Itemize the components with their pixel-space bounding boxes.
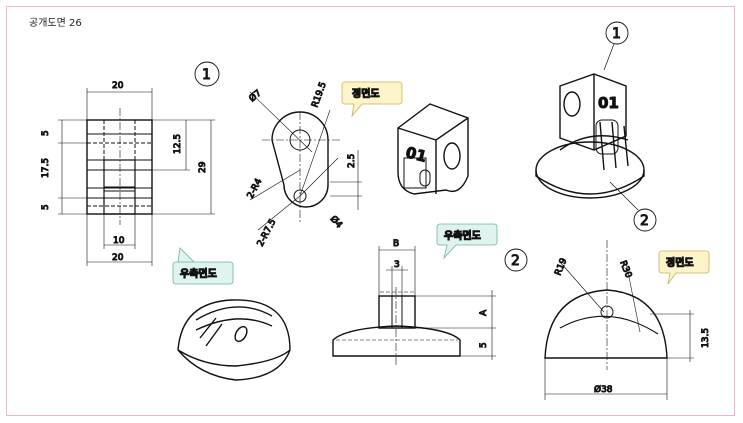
dim-phi7: Ø7 (247, 88, 264, 105)
part2-front-view (544, 240, 694, 400)
assembly-isometric (535, 73, 645, 199)
dim-2-5: 2.5 (347, 154, 357, 168)
callout-front-view-1-text: 정면도 (352, 87, 380, 100)
sheet-title: 공개도면 26 (29, 18, 82, 29)
part2-isometric (177, 299, 291, 381)
assembly-marking: 01 (598, 94, 619, 112)
leader-2 (609, 181, 639, 211)
dim-slot-width: 10 (113, 236, 125, 246)
dim-a: A (479, 309, 489, 316)
callout-right-view-1-text: 우측면도 (444, 229, 481, 242)
part-number-1-circle (194, 61, 220, 87)
part1-front-view (249, 91, 362, 231)
assembly-number-1-circle (605, 21, 629, 45)
dim-r19-5: R19.5 (310, 81, 328, 109)
dim-width-bottom: 20 (112, 253, 124, 263)
part1-iso-marking: 01 (404, 143, 429, 166)
sheet-border (6, 6, 735, 416)
dim-r4: 2-R4 (246, 177, 265, 200)
dim-phi38: Ø38 (594, 384, 613, 395)
dim-phi4: Ø4 (328, 214, 345, 231)
callout-front-view-2 (658, 250, 710, 285)
dim-right-29: 29 (198, 161, 208, 173)
dim-left-5-top: 5 (41, 130, 51, 136)
dim-width-top: 20 (112, 81, 124, 91)
assembly-number-2: 2 (640, 213, 649, 229)
dim-left-5-bottom: 5 (41, 204, 51, 210)
part-number-1: 1 (202, 67, 211, 83)
dim-b: B (393, 239, 399, 249)
dim-r30: R30 (617, 259, 633, 279)
part-number-2-circle (504, 248, 528, 272)
callout-front-view-1 (341, 81, 403, 118)
dim-3: 3 (394, 260, 400, 270)
dim-13-5: 13.5 (701, 328, 711, 348)
part1-isometric (397, 103, 469, 195)
callout-right-view-2-text: 우측면도 (180, 267, 217, 280)
dim-5: 5 (479, 342, 489, 348)
dim-left-17-5: 17.5 (41, 158, 51, 178)
assembly-number-1: 1 (612, 26, 621, 42)
part1-side-view (58, 88, 215, 266)
dim-r7-5: 2-R7.5 (256, 218, 279, 249)
dim-r19: R19 (554, 257, 570, 277)
assembly-number-2-circle (633, 208, 657, 232)
callout-front-view-2-text: 정면도 (666, 256, 694, 269)
leader-1 (603, 43, 615, 71)
callout-right-view-1 (436, 223, 498, 260)
dim-right-12-5: 12.5 (173, 134, 183, 154)
part-number-2: 2 (511, 253, 520, 269)
callout-right-view-2 (172, 247, 234, 285)
part2-side-view (332, 246, 496, 366)
